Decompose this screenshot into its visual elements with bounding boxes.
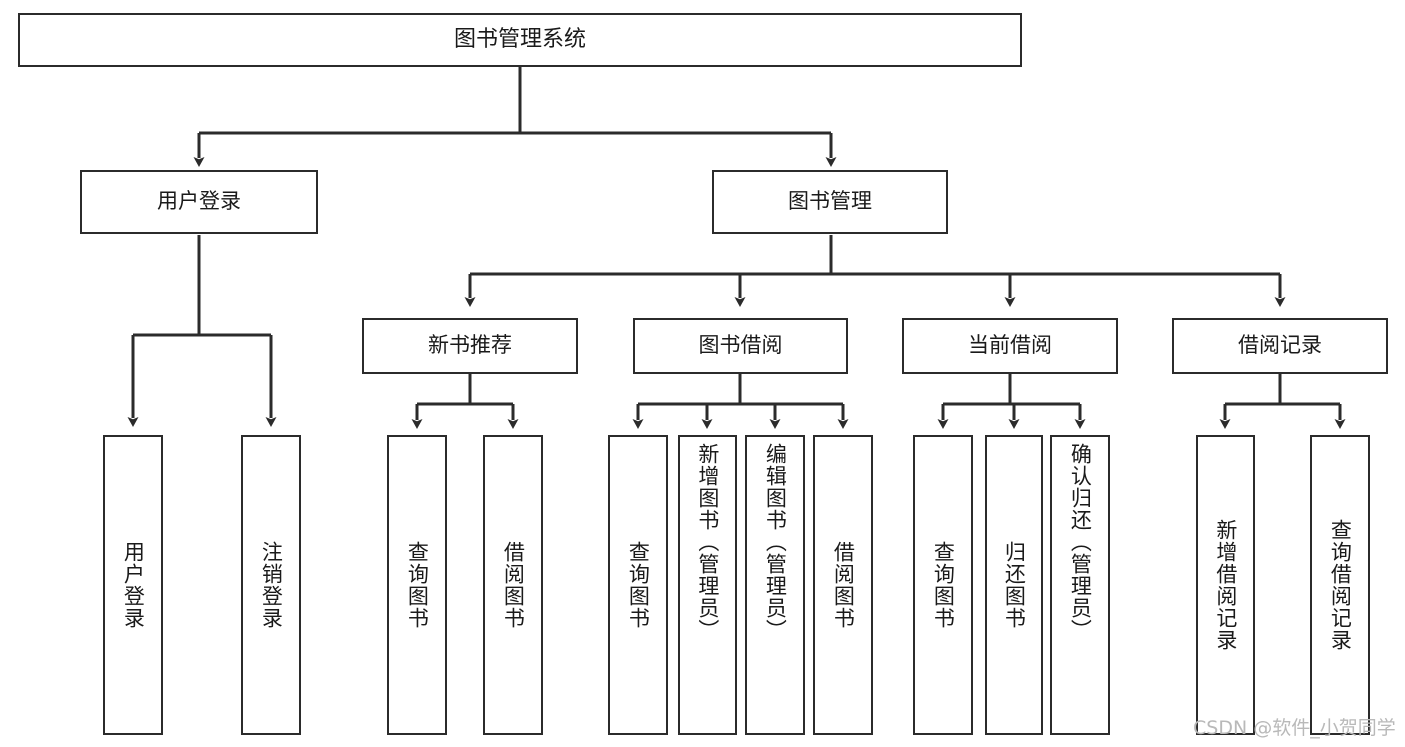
- node-label: 新增借阅记录: [1213, 519, 1238, 651]
- leaf-query-book-recommend[interactable]: 查询图书: [387, 435, 447, 735]
- leaf-confirm-return-admin[interactable]: 确认归还（管理员）: [1050, 435, 1110, 735]
- leaf-user-login[interactable]: 用户登录: [103, 435, 163, 735]
- leaf-query-book-borrow[interactable]: 查询图书: [608, 435, 668, 735]
- leaf-logout[interactable]: 注销登录: [241, 435, 301, 735]
- node-label: 确认归还（管理员）: [1068, 443, 1093, 641]
- node-current-borrow[interactable]: 当前借阅: [902, 318, 1118, 374]
- node-user-login[interactable]: 用户登录: [80, 170, 318, 234]
- leaf-add-book-admin[interactable]: 新增图书（管理员）: [678, 435, 737, 735]
- node-new-book-recommend[interactable]: 新书推荐: [362, 318, 578, 374]
- leaf-query-book-current[interactable]: 查询图书: [913, 435, 973, 735]
- leaf-return-book[interactable]: 归还图书: [985, 435, 1043, 735]
- node-label: 用户登录: [121, 541, 146, 629]
- node-label: 图书管理: [788, 189, 872, 214]
- csdn-watermark: CSDN @软件_小贺同学: [1193, 717, 1396, 739]
- node-root-book-management-system[interactable]: 图书管理系统: [18, 13, 1022, 67]
- node-label: 借阅图书: [831, 541, 856, 629]
- leaf-borrow-book[interactable]: 借阅图书: [813, 435, 873, 735]
- node-label: 用户登录: [157, 189, 241, 214]
- node-label: 借阅图书: [501, 541, 526, 629]
- node-label: 新增图书（管理员）: [695, 443, 720, 641]
- node-borrow-records[interactable]: 借阅记录: [1172, 318, 1388, 374]
- node-label: 归还图书: [1002, 541, 1027, 629]
- leaf-add-borrow-record[interactable]: 新增借阅记录: [1196, 435, 1255, 735]
- node-label: 查询图书: [405, 541, 430, 629]
- node-label: 新书推荐: [428, 333, 512, 358]
- node-label: 当前借阅: [968, 333, 1052, 358]
- leaf-borrow-book-recommend[interactable]: 借阅图书: [483, 435, 543, 735]
- node-book-management[interactable]: 图书管理: [712, 170, 948, 234]
- node-label: 图书管理系统: [453, 26, 586, 52]
- node-label: 编辑图书（管理员）: [763, 443, 788, 641]
- node-label: 查询图书: [626, 541, 651, 629]
- node-label: 查询图书: [931, 541, 956, 629]
- node-label: 注销登录: [259, 541, 284, 629]
- node-label: 查询借阅记录: [1328, 519, 1353, 651]
- node-book-borrow[interactable]: 图书借阅: [633, 318, 848, 374]
- leaf-query-borrow-record[interactable]: 查询借阅记录: [1310, 435, 1370, 735]
- leaf-edit-book-admin[interactable]: 编辑图书（管理员）: [745, 435, 805, 735]
- node-label: 借阅记录: [1238, 333, 1322, 358]
- node-label: 图书借阅: [698, 333, 783, 358]
